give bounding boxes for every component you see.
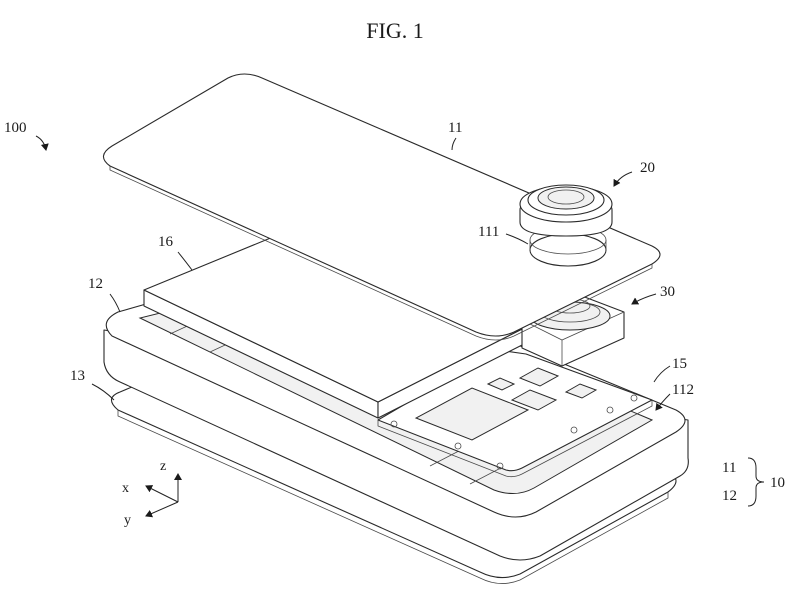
- label-100: 100: [4, 120, 27, 136]
- label-20: 20: [640, 160, 655, 176]
- axis-triad: z x y: [122, 459, 182, 528]
- axis-x-label: x: [122, 481, 129, 496]
- screw-hole: [606, 406, 614, 414]
- chip-small-2: [518, 367, 560, 387]
- chip-small-4: [564, 383, 598, 399]
- legend-10: 10: [770, 475, 785, 491]
- axis-y-label: y: [124, 513, 131, 528]
- chip-small-1: [510, 389, 558, 411]
- screw-hole: [570, 426, 578, 434]
- axis-z-label: z: [160, 459, 166, 474]
- reference-labels: 100 11 20 111 16 12 30 15 112 13 11 12: [4, 120, 785, 507]
- label-11: 11: [448, 120, 462, 136]
- screw-hole: [630, 394, 638, 402]
- label-30: 30: [660, 284, 675, 300]
- label-111: 111: [478, 224, 499, 240]
- legend-12: 12: [722, 488, 737, 504]
- label-112: 112: [672, 382, 694, 398]
- chip-large: [414, 387, 530, 441]
- legend-11: 11: [722, 460, 736, 476]
- legend-brace: [747, 457, 765, 507]
- camera-lens: [519, 184, 613, 237]
- label-16: 16: [158, 234, 174, 250]
- label-12: 12: [88, 276, 103, 292]
- screw-hole: [390, 420, 398, 428]
- screw-hole: [496, 462, 504, 470]
- screw-hole: [454, 442, 462, 450]
- figure-title: FIG. 1: [366, 18, 423, 43]
- label-15: 15: [672, 356, 687, 372]
- chip-small-3: [486, 377, 516, 391]
- cover-plate: [102, 73, 661, 341]
- label-13: 13: [70, 368, 85, 384]
